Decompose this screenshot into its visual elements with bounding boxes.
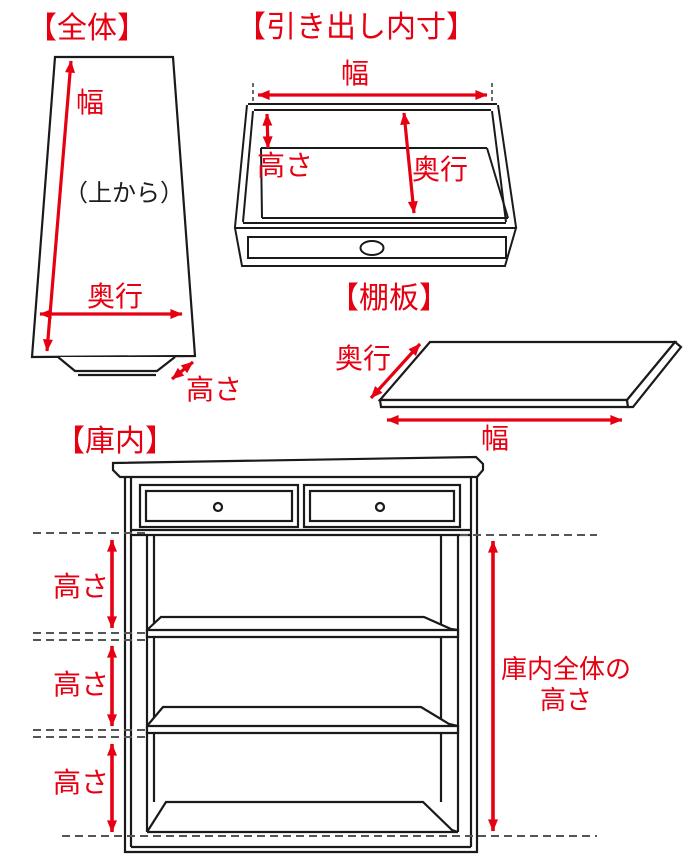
drawer-height-arrow (262, 113, 273, 149)
overall-section-title: 【全体】 (27, 11, 147, 46)
guide-dashed-lines (33, 532, 597, 837)
drawer-bottom-right-edge (486, 147, 509, 219)
drawer-extent-ticks (252, 83, 493, 104)
interior-height-label-1: 高さ (53, 570, 110, 603)
interior-total-height-label: 庫内全体の 高さ (494, 655, 638, 717)
drawer-section-title: 【引き出し内寸】 (236, 10, 476, 45)
interior-height-label-3: 高さ (53, 766, 110, 799)
shelf-width-label: 幅 (481, 422, 510, 455)
cabinet-drawer-left-panel (144, 489, 294, 523)
interior-total-height-label-line2: 高さ (539, 686, 592, 716)
drawer-right-rim-outer (497, 104, 517, 228)
cabinet-front-drawing (111, 455, 485, 854)
cabinet-drawer-left-knob (212, 501, 224, 513)
interior-total-height-label-line1: 庫内全体の (500, 655, 631, 685)
shelf-section-title: 【棚板】 (329, 281, 449, 316)
overall-depth-label: 奥行 (87, 280, 144, 313)
cabinet-outer-body (123, 477, 479, 854)
drawer-height-label: 高さ (257, 149, 314, 182)
shelf-board-drawing (377, 340, 683, 409)
shelf-board-front-edge (378, 398, 630, 409)
drawer-knob (359, 240, 385, 256)
cabinet-drawer-right-panel (308, 489, 456, 523)
drawer-left-rim-inner (242, 110, 254, 223)
overall-top-view-drawing (30, 55, 197, 377)
drawer-measure-arrows (257, 90, 488, 214)
shelf-depth-label: 奥行 (335, 342, 392, 375)
shelf-board-measure-arrows (369, 342, 623, 425)
overall-measure-arrows (39, 60, 195, 381)
interior-height-label-2: 高さ (53, 668, 110, 701)
shelf-band-2 (145, 705, 460, 735)
cabinet-drawer-right-knob (374, 501, 386, 513)
overall-height-label: 高さ (186, 373, 243, 406)
base-foot (57, 356, 176, 373)
overall-width-arrow (42, 60, 76, 352)
drawer-bottom-left-edge (260, 147, 263, 219)
shelf-board-top-face (377, 340, 678, 402)
drawer-depth-arrow (400, 112, 418, 214)
shelf-band-1 (145, 615, 460, 639)
shelf-depth-arrow (369, 342, 422, 400)
shelf-board-right-edge (625, 340, 683, 409)
drawer-front-face (233, 227, 518, 267)
drawer-box-drawing (233, 103, 518, 267)
drawer-depth-label: 奥行 (412, 153, 469, 186)
interior-measure-arrows (107, 539, 498, 833)
drawer-width-label: 幅 (341, 57, 370, 90)
overall-view-note: （上から） (64, 179, 184, 207)
interior-section-title: 【庫内】 (55, 424, 175, 459)
overall-width-label: 幅 (76, 86, 105, 119)
bottom-board (146, 800, 459, 834)
drawer-left-rim-outer (234, 104, 248, 228)
overall-height-arrow (170, 360, 195, 381)
cabinet-crown (111, 455, 485, 479)
drawer-front-panel (247, 236, 507, 259)
